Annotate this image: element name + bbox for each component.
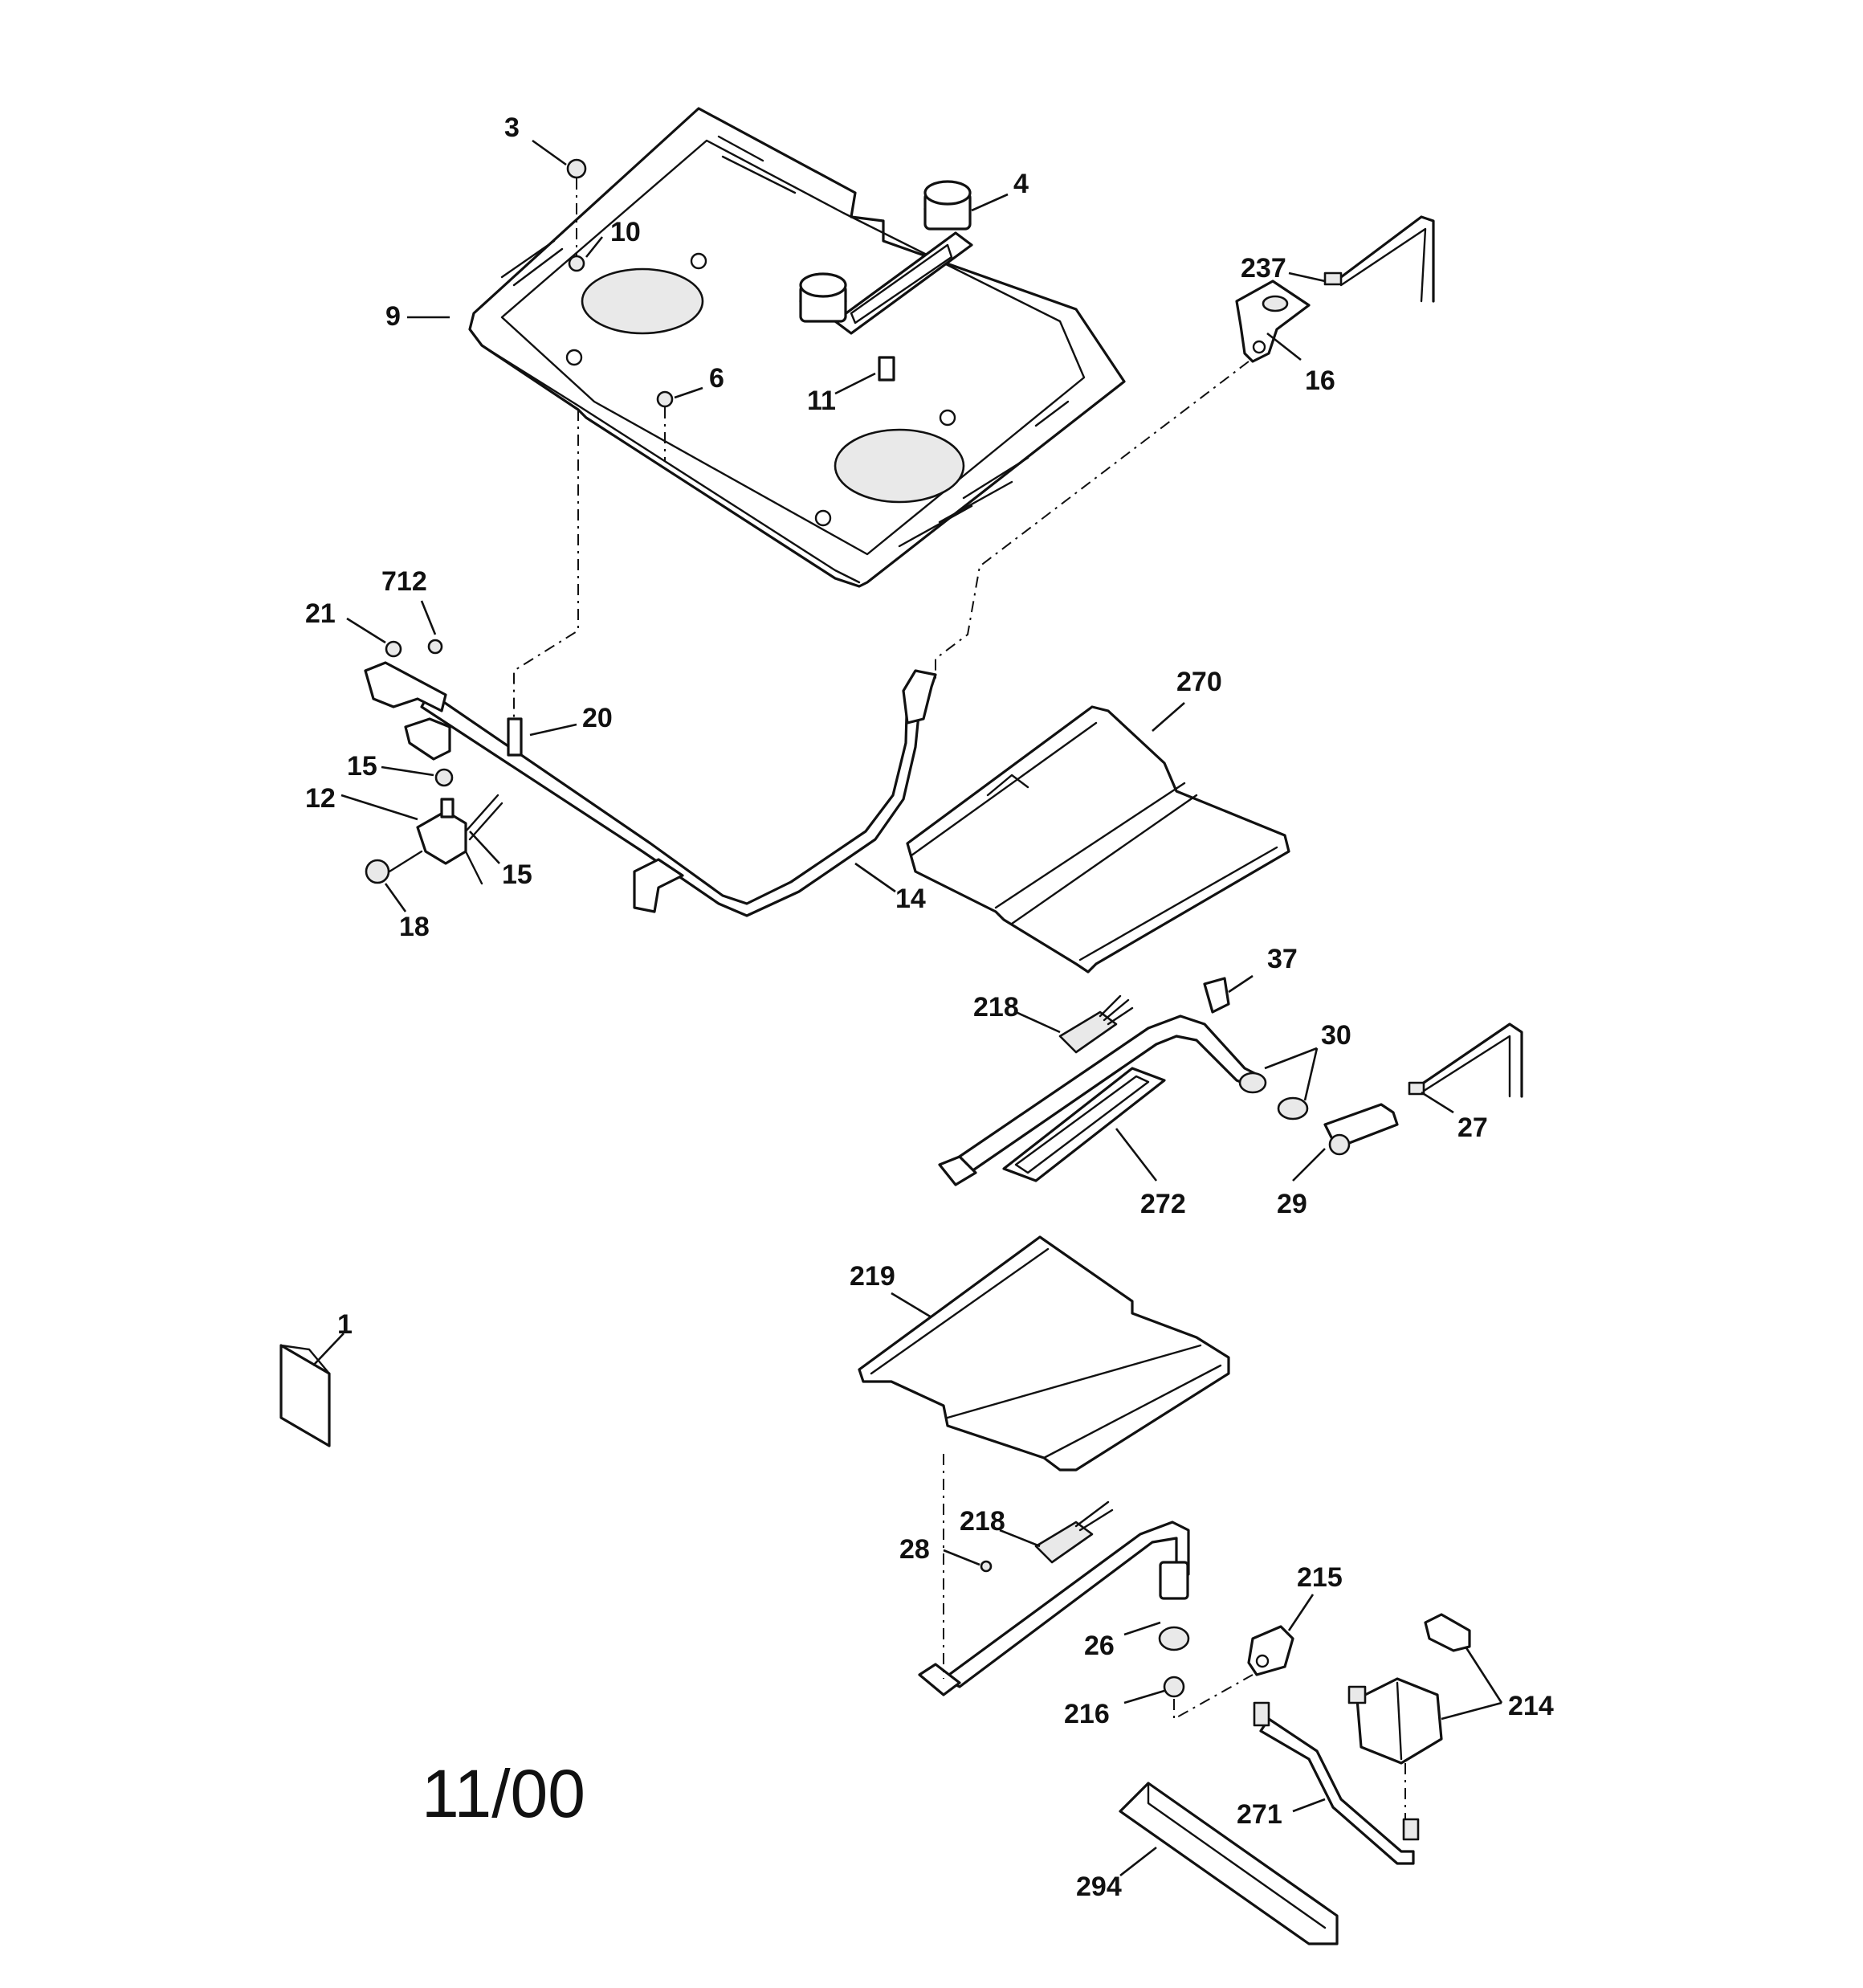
orifice-holder-part-16: [1235, 280, 1311, 363]
valve-part-29: [1323, 1103, 1399, 1156]
callout-237: 237: [1241, 253, 1286, 284]
callout-12: 12: [305, 783, 336, 814]
leader-lines: [312, 139, 1503, 1877]
safety-valve-part-214: [1347, 1613, 1471, 1765]
pin-part-20: [507, 717, 523, 757]
bracket-part-215: [1247, 1625, 1294, 1676]
callout-15-b: 15: [502, 859, 532, 890]
nut-part-10: [568, 255, 585, 272]
callout-3: 3: [504, 112, 520, 143]
callout-20: 20: [582, 703, 613, 733]
manifold-pipe-part-14: [364, 661, 937, 917]
gas-tube-part-27: [1408, 1023, 1523, 1098]
callout-215: 215: [1297, 1562, 1343, 1593]
callout-16: 16: [1305, 365, 1335, 396]
knob-part-18: [365, 850, 423, 884]
callout-270: 270: [1176, 667, 1222, 697]
literature-envelope-part-1: [279, 1344, 331, 1447]
bracket-part-37: [1203, 977, 1230, 1014]
callout-30: 30: [1321, 1020, 1351, 1051]
callout-219: 219: [850, 1261, 895, 1292]
callout-14: 14: [895, 884, 926, 914]
burner-box-part-9: [468, 107, 1126, 588]
callout-21: 21: [305, 598, 336, 629]
callout-9: 9: [385, 301, 401, 332]
callout-11: 11: [807, 386, 836, 416]
callout-37: 37: [1267, 944, 1298, 974]
nut-part-216: [1163, 1676, 1185, 1698]
screw-part-712: [427, 639, 443, 655]
callout-10: 10: [610, 217, 641, 247]
callout-214: 214: [1508, 1691, 1554, 1721]
spreader-part-272: [1002, 1067, 1166, 1182]
callout-18: 18: [399, 912, 430, 942]
shutter-part-30: [1238, 1072, 1309, 1121]
screw-part-6: [656, 390, 674, 408]
callout-labels: 3 4 10 9 237 16 6 11 712 21 270 20 15 12…: [305, 112, 1554, 1902]
igniter-tube-part-271: [1253, 1701, 1420, 1865]
callout-4: 4: [1013, 169, 1029, 199]
callout-294: 294: [1076, 1872, 1122, 1902]
clip-part-11: [878, 356, 895, 382]
burner-cover-part-270: [906, 705, 1290, 974]
shutter-part-26: [1158, 1561, 1190, 1651]
callout-218-a: 218: [973, 992, 1019, 1023]
callout-271: 271: [1237, 1799, 1282, 1830]
screw-part-3: [566, 158, 587, 179]
valve-part-12: [416, 794, 503, 885]
callout-216: 216: [1064, 1699, 1110, 1729]
callout-15-a: 15: [347, 751, 377, 782]
callout-712: 712: [381, 566, 427, 597]
gas-tube-part-237: [1323, 215, 1435, 303]
igniter-part-218-lower: [1034, 1500, 1114, 1564]
screw-part-21: [385, 640, 402, 658]
callout-27: 27: [1457, 1112, 1488, 1143]
callout-1: 1: [337, 1309, 353, 1340]
screw-part-28: [980, 1560, 993, 1573]
broil-cover-part-219: [858, 1235, 1230, 1472]
callout-272: 272: [1140, 1189, 1186, 1219]
washer-part-15: [434, 768, 454, 787]
callout-29: 29: [1277, 1189, 1307, 1219]
date-code: 11/00: [422, 1756, 585, 1831]
ignition-switch-part-4: [799, 180, 973, 335]
callout-26: 26: [1084, 1631, 1115, 1661]
callout-6: 6: [709, 363, 724, 394]
callout-218-b: 218: [960, 1506, 1005, 1537]
callout-28: 28: [899, 1534, 930, 1565]
igniter-part-218-upper: [1058, 994, 1134, 1054]
heat-shield-part-294: [1119, 1782, 1339, 1945]
